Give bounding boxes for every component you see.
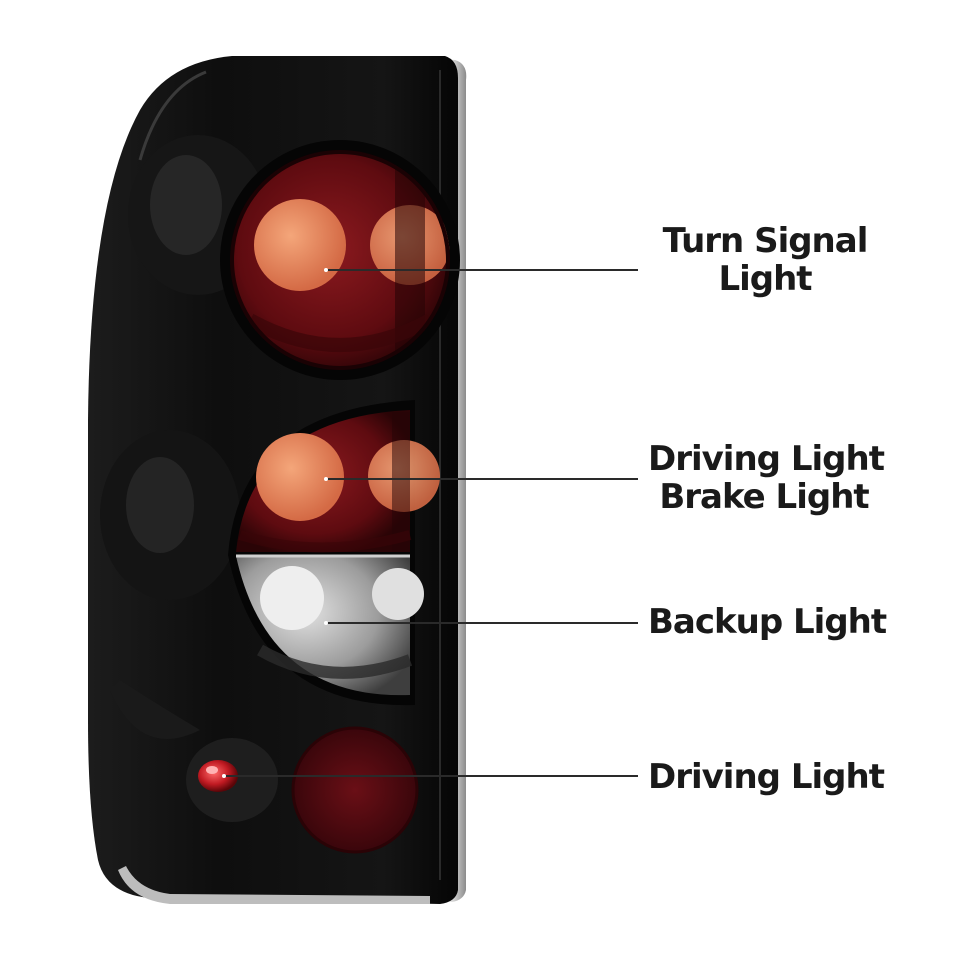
turn-signal-lens — [220, 140, 460, 380]
driving-light-label: Driving Light — [648, 757, 885, 797]
driving-brake-leader-line — [326, 478, 638, 480]
backup-anchor-dot — [324, 621, 328, 625]
driving-light-label-line-1: Driving Light — [648, 757, 885, 797]
driving-light-lower — [186, 738, 278, 822]
red-reflector — [291, 726, 419, 854]
turn-signal-leader-line — [326, 269, 638, 271]
driving-brake-label: Driving Light Brake Light — [648, 439, 885, 517]
backup-leader-line — [326, 622, 638, 624]
driving-brake-label-line-1: Driving Light — [648, 439, 885, 479]
backup-label: Backup Light — [648, 602, 887, 642]
backup-light-lens — [236, 554, 424, 696]
driving-brake-label-line-2: Brake Light — [659, 477, 869, 517]
turn-signal-label-line-2: Light — [718, 259, 812, 299]
backup-label-line-1: Backup Light — [648, 602, 887, 642]
turn-signal-anchor-dot — [324, 268, 328, 272]
driving-brake-anchor-dot — [324, 477, 328, 481]
driving-light-leader-line — [224, 775, 638, 777]
turn-signal-label-line-1: Turn Signal — [662, 221, 869, 261]
driving-light-anchor-dot — [222, 774, 226, 778]
turn-signal-label: Turn Signal Light — [652, 222, 878, 298]
